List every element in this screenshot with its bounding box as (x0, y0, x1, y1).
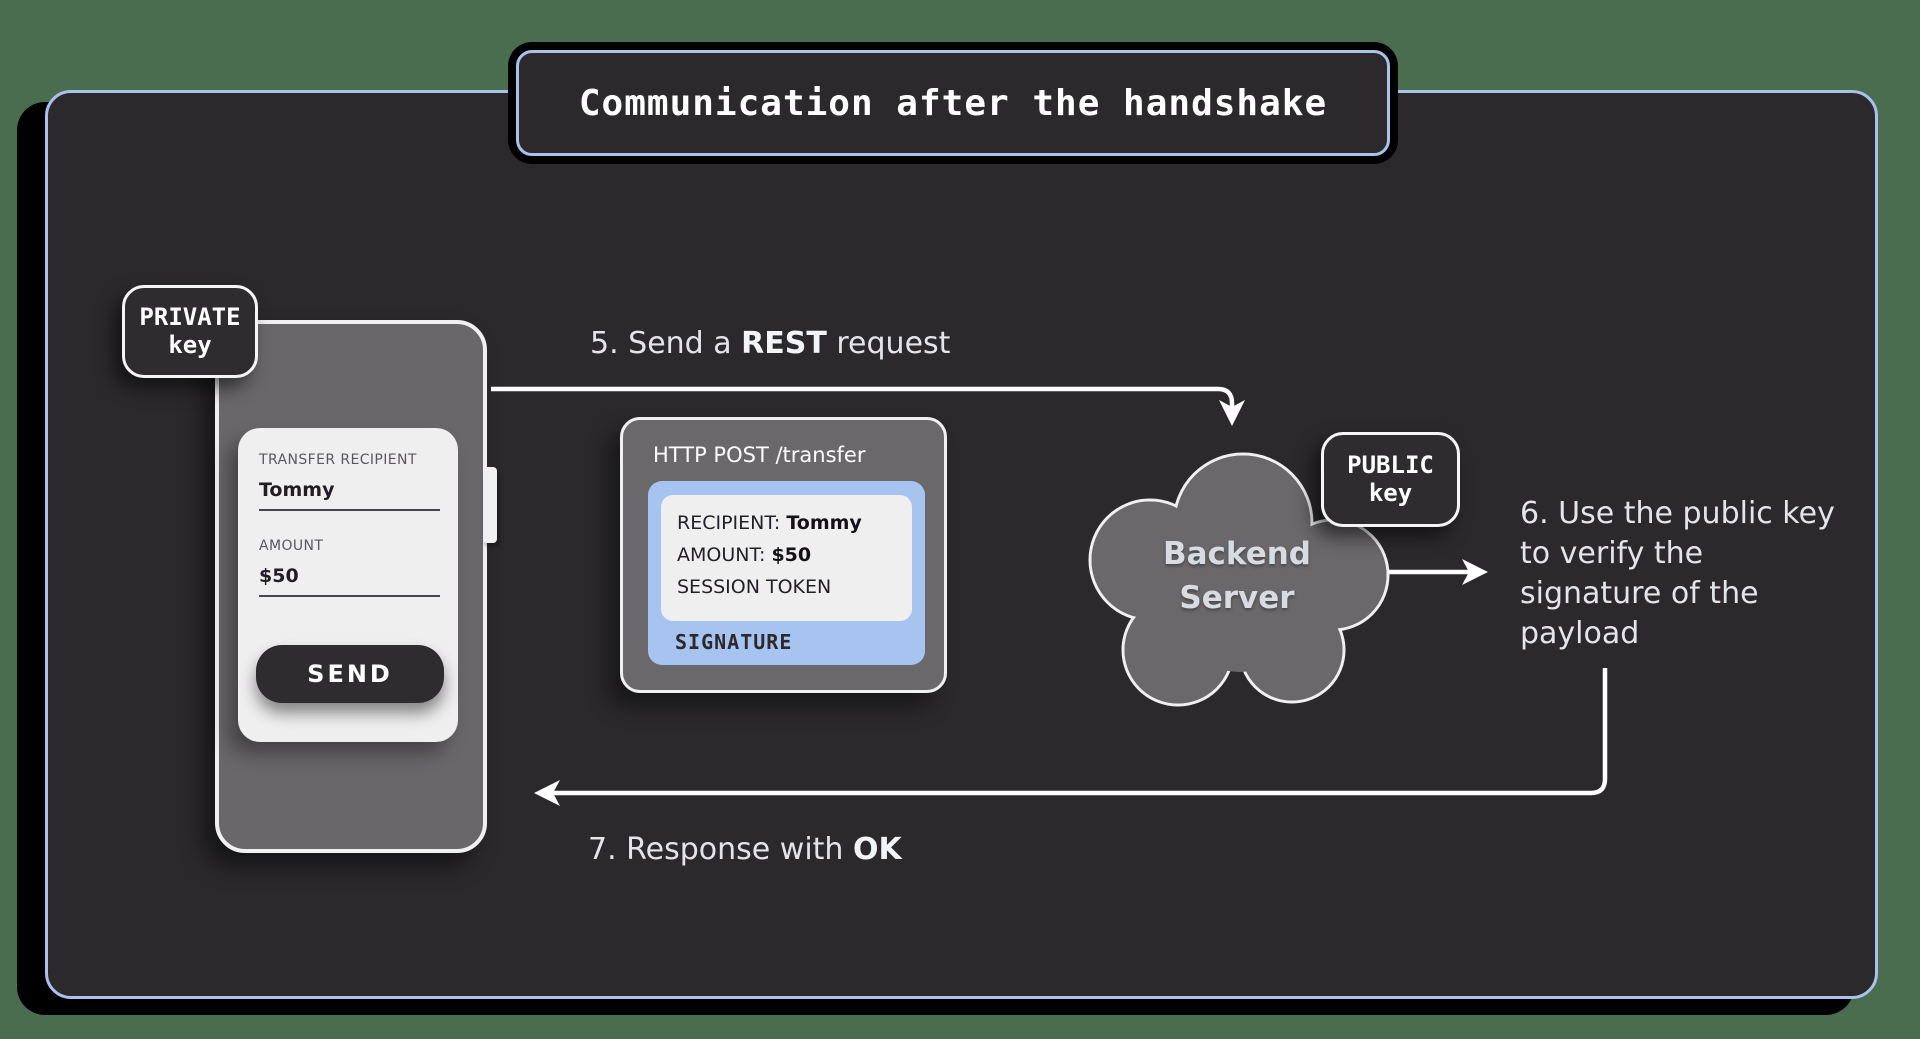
step7-label: 7. Response with OK (588, 832, 902, 867)
payload-amount-line: AMOUNT: $50 (677, 543, 812, 566)
step5-label: 5. Send a REST request (590, 326, 951, 361)
payload-body: RECIPIENT: Tommy AMOUNT: $50 SESSION TOK… (661, 495, 912, 621)
recipient-field-label: TRANSFER RECIPIENT (259, 452, 417, 468)
http-request-title: HTTP POST /transfer (653, 443, 866, 467)
amount-field[interactable]: $50 (259, 565, 440, 597)
payload-session-token-line: SESSION TOKEN (677, 575, 832, 598)
recipient-field[interactable]: Tommy (259, 479, 440, 511)
title-box: Communication after the handshake (516, 50, 1390, 156)
signature-label: SIGNATURE (675, 630, 793, 654)
backend-server-label: Backend Server (1163, 536, 1311, 617)
page-title: Communication after the handshake (578, 82, 1328, 124)
send-button[interactable]: SEND (256, 645, 444, 703)
signed-payload-envelope: RECIPIENT: Tommy AMOUNT: $50 SESSION TOK… (648, 481, 925, 665)
http-request-box: HTTP POST /transfer RECIPIENT: Tommy AMO… (620, 417, 947, 693)
payload-recipient-line: RECIPIENT: Tommy (677, 512, 862, 534)
amount-field-label: AMOUNT (259, 538, 324, 554)
public-key-badge: PUBLIC key (1321, 432, 1460, 527)
step6-label: 6. Use the public key to verify the sign… (1520, 496, 1835, 651)
phone-side-button (483, 467, 497, 543)
transfer-form-card: TRANSFER RECIPIENT Tommy AMOUNT $50 SEND (238, 428, 458, 742)
private-key-badge: PRIVATE key (122, 285, 258, 378)
